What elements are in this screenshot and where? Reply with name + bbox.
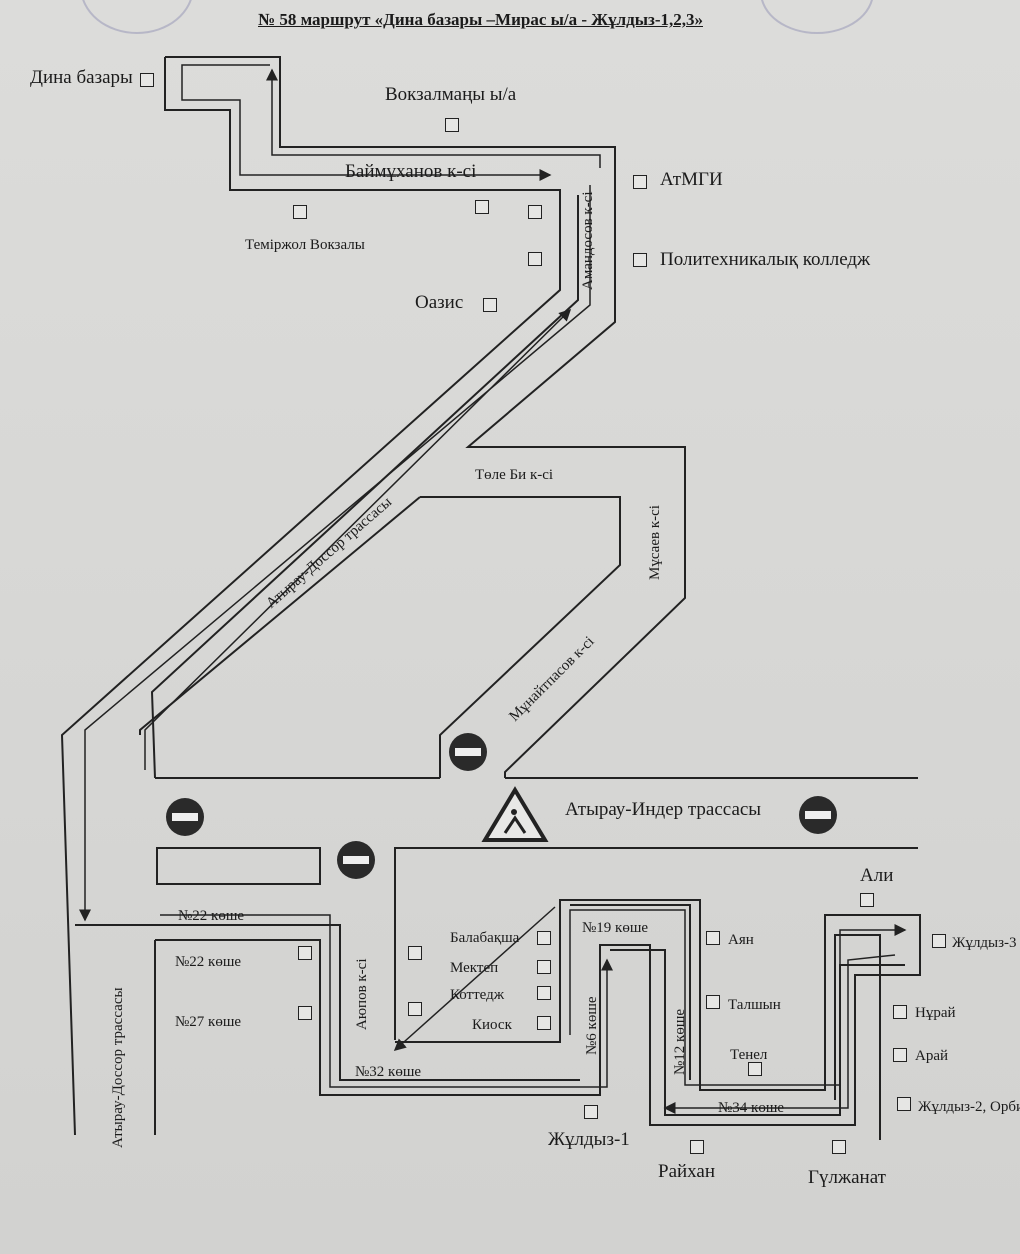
bus-stop-icon[interactable] [537,1016,551,1030]
road-works-sign-icon [481,786,549,842]
bus-stop-icon[interactable] [893,1048,907,1062]
street-label: Мұсаев к-сі [647,505,663,580]
bus-stop-icon[interactable] [706,995,720,1009]
no-entry-sign-icon [337,841,375,879]
stop-label: Аян [728,932,754,948]
no-entry-sign-icon [799,796,837,834]
stop-label: Киоск [472,1017,512,1033]
no-entry-sign-icon [449,733,487,771]
stop-label: Арай [915,1048,949,1064]
bus-stop-icon[interactable] [537,960,551,974]
stop-label: Гүлжанат [808,1167,886,1188]
stop-label: Оазис [415,292,464,313]
road-edge [150,195,579,779]
street-label: Амандосов к-сі [580,191,596,290]
stop-label: Жұлдыз-3 [952,935,1017,951]
bus-stop-icon[interactable] [537,986,551,1000]
stop-label: Нұрай [915,1005,956,1021]
street-label: Атырау-Доссор трассасы [110,987,126,1148]
stop-label: АтМГИ [660,169,723,190]
bus-stop-icon[interactable] [748,1062,762,1076]
street-label: №19 көше [582,920,649,936]
stop-label: Балабақша [450,930,520,946]
street-label: №12 көше [672,1008,688,1075]
stop-label: Коттедж [450,987,505,1003]
bus-stop-icon[interactable] [528,205,542,219]
bus-stop-icon[interactable] [537,931,551,945]
stop-label: Жұлдыз-1 [548,1129,630,1150]
street-label: Атырау-Индер трассасы [565,799,762,820]
bus-stop-icon[interactable] [298,946,312,960]
bus-stop-icon[interactable] [860,893,874,907]
bus-stop-icon[interactable] [475,200,489,214]
street-label: №34 көше [718,1100,785,1116]
bus-stop-icon[interactable] [483,298,497,312]
no-entry-sign-icon [166,798,204,836]
road-edge [420,496,621,778]
stop-label: Вокзалмаңы ы/а [385,84,517,105]
bus-stop-icon[interactable] [293,205,307,219]
stop-label: Жұлдыз-2, Орбита [918,1099,1020,1115]
bus-stop-icon[interactable] [897,1097,911,1111]
street-label: Баймұханов к-сі [345,161,477,182]
street-label: Төле Би к-сі [475,467,554,483]
street-label: №22 көше [175,954,242,970]
bus-stop-icon[interactable] [298,1006,312,1020]
bus-stop-icon[interactable] [706,931,720,945]
road-edge [165,56,686,778]
stop-label: Тенел [730,1047,768,1063]
stop-label: Дина базары [30,67,133,88]
bus-stop-icon[interactable] [584,1105,598,1119]
map-title: № 58 маршрут «Дина базары –Мирас ы/а - Ж… [258,10,703,29]
stop-label: Мектеп [450,960,499,976]
stop-label: Теміржол Вокзалы [245,237,365,253]
road-edge [139,496,421,735]
bus-stop-icon[interactable] [140,73,154,87]
road-edge [60,57,561,1136]
bus-stop-icon[interactable] [528,252,542,266]
bus-stop-icon[interactable] [408,1002,422,1016]
street-label: №6 көше [584,996,600,1055]
bus-stop-icon[interactable] [408,946,422,960]
street-label: №27 көше [175,1014,242,1030]
bus-stop-icon[interactable] [633,253,647,267]
street-label: Аюпов к-сі [354,958,370,1030]
street-label: №32 көше [355,1064,422,1080]
stop-label: Али [860,865,894,886]
bus-stop-icon[interactable] [932,934,946,948]
stop-label: Райхан [658,1161,716,1182]
bus-stop-icon[interactable] [893,1005,907,1019]
bus-stop-icon[interactable] [633,175,647,189]
bus-stop-icon[interactable] [445,118,459,132]
street-label: №22 көше [178,908,245,924]
stop-label: Политехникалық колледж [660,249,871,270]
bus-stop-icon[interactable] [690,1140,704,1154]
stop-label: Талшын [728,997,781,1013]
bus-stop-icon[interactable] [832,1140,846,1154]
